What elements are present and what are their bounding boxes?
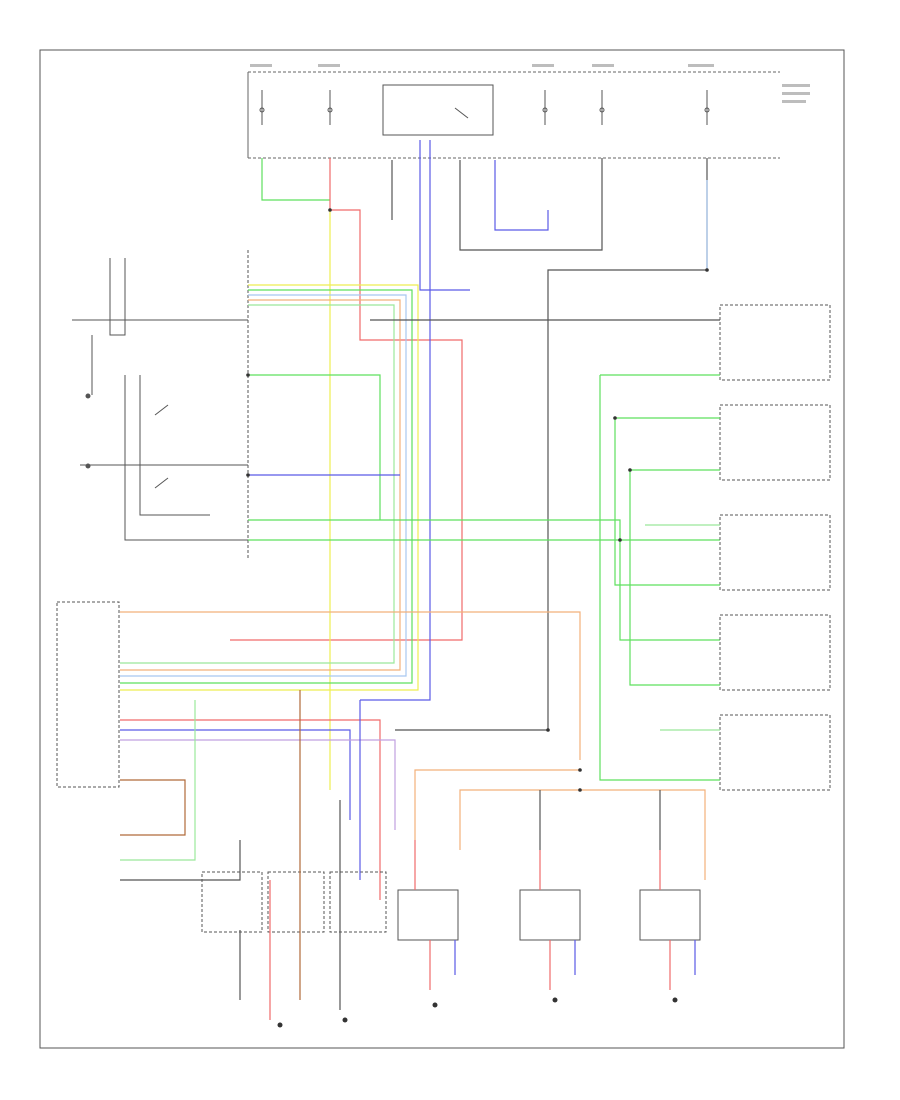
actuator-feed (414, 769, 706, 880)
actuator-3 (329, 871, 387, 933)
lock-actuators (201, 871, 701, 941)
actuator-wiring (239, 690, 696, 1020)
junction-dots (246, 208, 709, 792)
door-switch-3 (719, 514, 831, 591)
harness-wires (120, 284, 720, 691)
door-switch-boxes (719, 304, 831, 791)
left-connector (56, 601, 581, 900)
left-switch-block (72, 250, 249, 560)
fuse-labels (250, 64, 810, 103)
door-switch-4 (719, 614, 831, 691)
actuator-1 (201, 871, 263, 933)
door-switch-1 (719, 304, 831, 381)
actuator-5 (519, 889, 581, 941)
fuse-group (259, 90, 710, 125)
power-bus (247, 71, 780, 159)
actuator-2 (267, 871, 325, 933)
actuator-6 (639, 889, 701, 941)
diagram-border (39, 49, 845, 1049)
power-relay-box (382, 84, 494, 136)
door-switch-2 (719, 404, 831, 481)
door-switch-5 (719, 714, 831, 791)
feed-wires (230, 140, 708, 790)
door-switch-wires (599, 374, 720, 781)
ground-symbols (277, 997, 678, 1028)
actuator-4 (397, 889, 459, 941)
